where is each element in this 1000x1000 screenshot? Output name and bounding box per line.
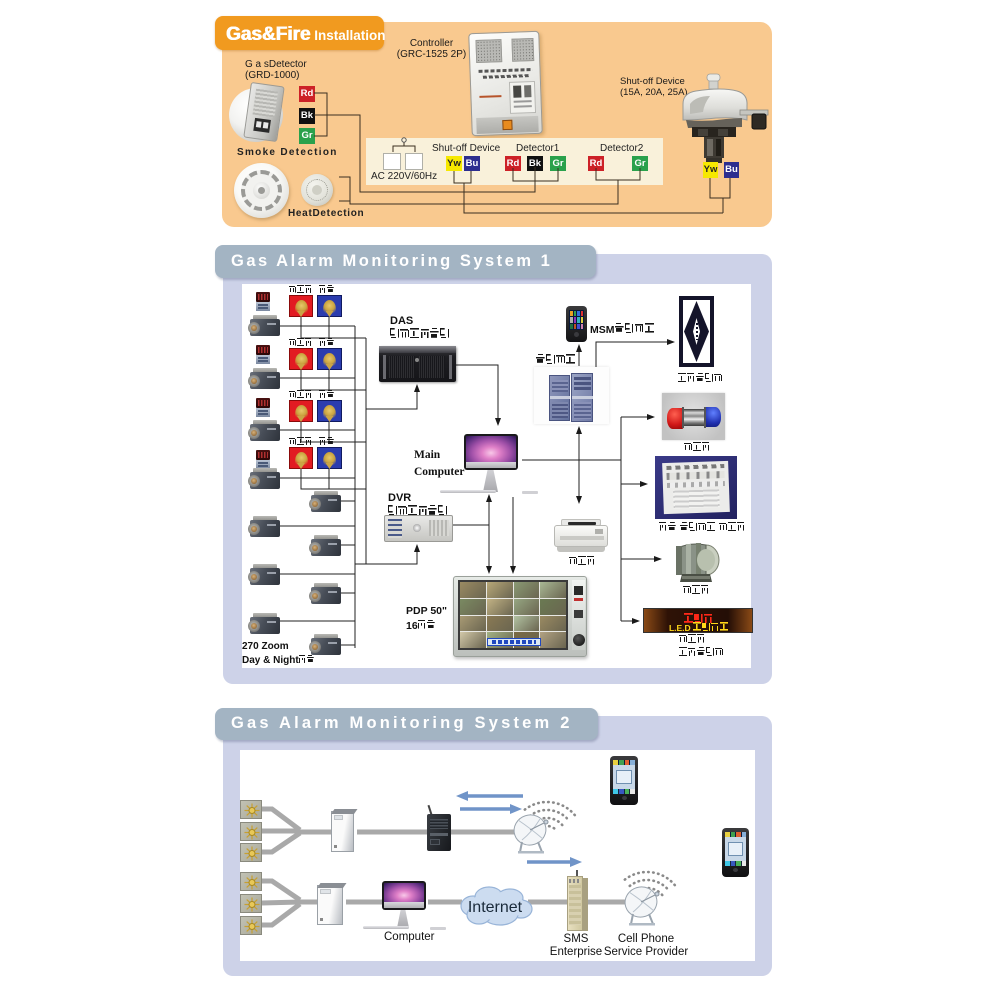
svg-text:Internet: Internet: [468, 899, 523, 916]
